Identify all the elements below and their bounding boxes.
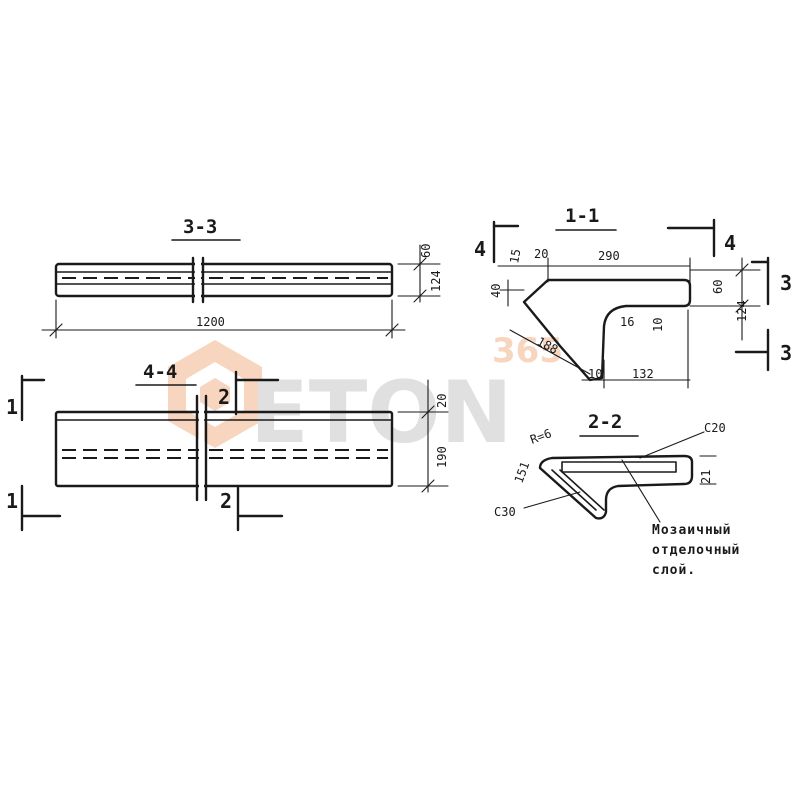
- watermark-logo-icon: [168, 340, 262, 448]
- cut-mark-1-bottom: 1: [6, 489, 18, 513]
- note-mosaic-layer: Мозаичный отделочный слой.: [652, 523, 740, 578]
- note-line-2: отделочный: [652, 543, 740, 558]
- dim-10-bottom: 10: [588, 367, 602, 381]
- dim-c20: C20: [704, 421, 726, 435]
- dim-190: 190: [435, 446, 449, 468]
- dim-10-web: 10: [651, 318, 665, 332]
- dim-c30: C30: [494, 505, 516, 519]
- dim-290: 290: [598, 249, 620, 263]
- dim-20: 20: [435, 394, 449, 408]
- cut-mark-3-top: 3: [780, 271, 792, 295]
- dim-124: 124: [429, 270, 443, 292]
- section-label-2-2: 2-2: [588, 411, 622, 433]
- cut-mark-1-top: 1: [6, 395, 18, 419]
- cut-mark-3-bottom: 3: [780, 341, 792, 365]
- cut-mark-4-right: 4: [724, 231, 736, 255]
- cut-mark-4-left: 4: [474, 237, 486, 261]
- dim-16: 16: [620, 315, 634, 329]
- cut-marks-left: 1 1 2 2: [6, 370, 284, 532]
- dim-124-right: 124: [735, 300, 749, 322]
- cut-mark-2-bottom: 2: [220, 489, 232, 513]
- section-1-1: 1-1 4 4 15 20 290 40 60 124 3 3: [474, 205, 792, 389]
- dim-60: 60: [419, 244, 433, 258]
- dim-132: 132: [632, 367, 654, 381]
- dim-15: 15: [507, 248, 523, 265]
- cut-mark-2-top: 2: [218, 385, 230, 409]
- section-3-3: 3-3 1200 60 124: [41, 216, 443, 339]
- section-label-4-4: 4-4: [143, 361, 177, 383]
- section-4-4: 4-4 20 190: [54, 361, 449, 502]
- watermark-sub: 365: [492, 331, 563, 371]
- dim-r6: R=6: [528, 426, 553, 447]
- dim-1200: 1200: [196, 315, 225, 329]
- dim-151: 151: [512, 460, 533, 485]
- section-2-2: 2-2 C20 R=6 151 21 C30: [494, 411, 726, 523]
- section-label-1-1: 1-1: [565, 205, 599, 227]
- dim-60-right: 60: [711, 280, 725, 294]
- dim-40: 40: [489, 284, 503, 298]
- note-line-1: Мозаичный: [652, 523, 731, 538]
- section-label-3-3: 3-3: [183, 216, 217, 238]
- dim-20-top: 20: [534, 247, 548, 261]
- note-line-3: слой.: [652, 563, 696, 578]
- dim-21: 21: [699, 470, 713, 484]
